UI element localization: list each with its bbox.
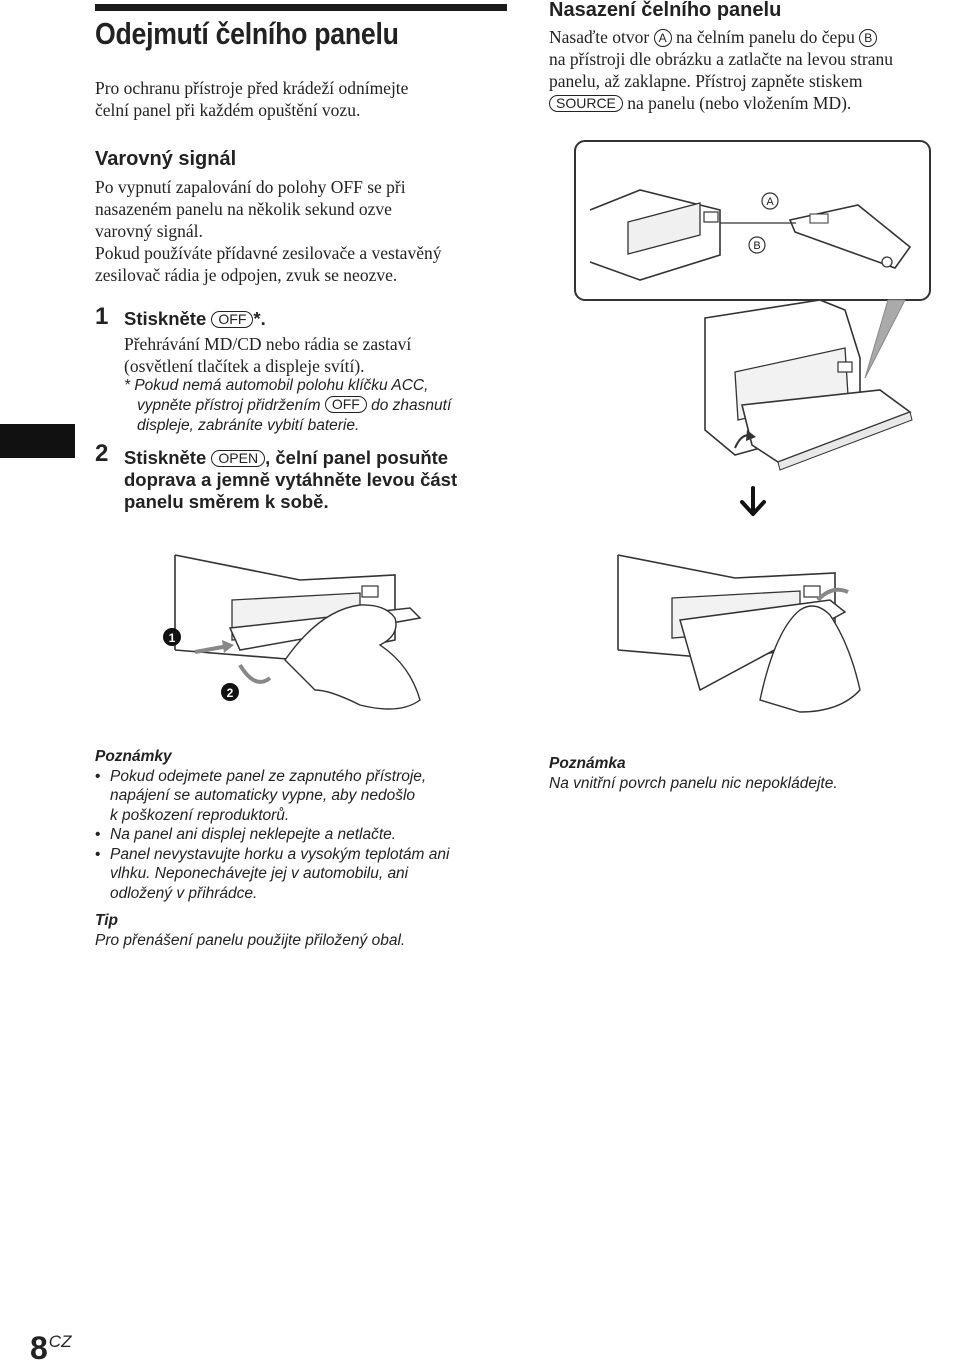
step-2-title-pre: Stiskněte	[124, 447, 207, 468]
notes-heading: Poznámky	[95, 748, 172, 765]
diagram-label-b: B	[753, 240, 760, 252]
note-line: k poškození reproduktorů.	[110, 806, 290, 824]
marker-a: A	[653, 29, 672, 47]
warning-line: nasazeném panelu na několik sekund ozve	[95, 199, 392, 219]
warning-text: Po vypnutí zapalování do polohy OFF se p…	[95, 176, 525, 286]
note-item: Na panel ani displej neklepejte a netlač…	[95, 825, 525, 845]
attach-heading: Nasazení čelního panelu	[549, 0, 782, 21]
page-number: 8CZ	[30, 1330, 71, 1367]
svg-text:1: 1	[169, 631, 176, 645]
page-lang: CZ	[48, 1332, 72, 1351]
pull-arrow-icon	[238, 663, 272, 684]
warning-line: varovný signál.	[95, 221, 203, 241]
warning-heading: Varovný signál	[95, 148, 237, 170]
off-key-label: OFF	[211, 311, 254, 328]
step-1-line: (osvětlení tlačítek a displeje svítí).	[124, 356, 365, 376]
footnote-line: vypněte přístroj přidržením OFF do zhasn…	[124, 396, 524, 416]
note-line: Pokud odejmete panel ze zapnutého přístr…	[110, 767, 427, 785]
diagram-label-a: A	[766, 196, 774, 208]
footnote-line: * Pokud nemá automobil polohu klíčku ACC…	[124, 377, 429, 394]
step-2-line: doprava a jemně vytáhněte levou část	[124, 469, 458, 490]
attach-text: Nasaďte otvor A na čelním panelu do čepu…	[549, 26, 959, 114]
svg-text:2: 2	[227, 686, 234, 700]
warning-line: zesilovač rádia je odpojen, zvuk se neoz…	[95, 265, 398, 285]
page-title: Odejmutí čelního panelu	[95, 16, 399, 51]
intro-line: čelní panel při každém opuštění vozu.	[95, 100, 361, 120]
intro-text: Pro ochranu přístroje před krádeží odním…	[95, 77, 515, 121]
step-1-footnote: * Pokud nemá automobil polohu klíčku ACC…	[124, 376, 524, 436]
step-1-line: Přehrávání MD/CD nebo rádia se zastaví	[124, 334, 412, 354]
note-line: napájení se automaticky vypne, aby nedoš…	[110, 787, 416, 804]
step-1-title-pre: Stiskněte	[124, 308, 207, 329]
note-right-text: Na vnitřní povrch panelu nic nepokládejt…	[549, 774, 838, 792]
removal-illustration: 1 2	[163, 554, 861, 713]
step-1-text: Přehrávání MD/CD nebo rádia se zastaví (…	[124, 333, 524, 377]
step-2-line: panelu směrem k sobě.	[124, 491, 329, 512]
notes-block: Poznámky Pokud odejmete panel ze zapnuté…	[95, 747, 525, 950]
warning-line: Po vypnutí zapalování do polohy OFF se p…	[95, 177, 406, 197]
section-tab-marker	[0, 424, 75, 458]
step-1-title-post: *.	[253, 308, 266, 329]
warning-line: Pokud používáte přídavné zesilovače a ve…	[95, 243, 442, 263]
step-marker-2	[221, 683, 239, 701]
footnote-line: displeje, zabráníte vybití baterie.	[137, 417, 360, 434]
off-key-label: OFF	[324, 396, 367, 413]
attach-illustration: A B	[574, 140, 931, 516]
notes-list: Pokud odejmete panel ze zapnutého přístr…	[95, 767, 525, 904]
intro-line: Pro ochranu přístroje před krádeží odním…	[95, 78, 409, 98]
note-right-block: Poznámka Na vnitřní povrch panelu nic ne…	[549, 754, 949, 793]
attach-text-part: Nasaďte otvor	[549, 27, 650, 47]
step-2-number: 2	[95, 440, 109, 467]
hand-left-drawing	[284, 604, 421, 710]
footnote-text: do zhasnutí	[371, 397, 452, 414]
section-rule	[95, 4, 507, 11]
step-2-line: Stiskněte OPEN, čelní panel posuňte	[124, 447, 524, 469]
attach-text-part: na čelním panelu do čepu	[676, 27, 855, 47]
step-2-title: Stiskněte OPEN, čelní panel posuňte dopr…	[124, 447, 524, 513]
tip-text: Pro přenášení panelu použijte přiložený …	[95, 931, 406, 949]
tilt-arrow-icon	[816, 587, 849, 602]
slide-arrow-icon	[194, 644, 229, 654]
step-2-title-post: , čelní panel posuňte	[265, 447, 449, 468]
note-line: odložený v přihrádce.	[110, 884, 258, 902]
marker-b: B	[859, 29, 878, 47]
zoom-pointer	[864, 299, 906, 379]
note-line: Na panel ani displej neklepejte a netlač…	[110, 826, 397, 843]
attach-line: panelu, až zaklapne. Přístroj zapněte st…	[549, 71, 863, 91]
note-line: Panel nevystavujte horku a vysokým teplo…	[110, 845, 450, 863]
down-arrow-icon	[740, 486, 766, 516]
step-1-number: 1	[95, 303, 109, 330]
tip-heading: Tip	[95, 912, 118, 929]
step-1-title: Stiskněte OFF*.	[124, 308, 266, 330]
hand-right-drawing	[759, 605, 861, 713]
note-right-heading: Poznámka	[549, 755, 626, 772]
attach-line: SOURCE na panelu (nebo vložením MD).	[549, 92, 959, 114]
footnote-text: vypněte přístroj přidržením	[137, 397, 321, 414]
page-number-value: 8	[30, 1330, 48, 1366]
open-key-label: OPEN	[211, 450, 266, 467]
step-marker-1	[163, 628, 181, 646]
note-item: Panel nevystavujte horku a vysokým teplo…	[95, 845, 525, 904]
note-line: vlhku. Neponechávejte jej v automobilu, …	[110, 865, 409, 882]
attach-text-part: na panelu (nebo vložením MD).	[627, 93, 852, 113]
source-key-label: SOURCE	[549, 95, 623, 112]
attach-line: Nasaďte otvor A na čelním panelu do čepu…	[549, 26, 959, 48]
attach-line: na přístroji dle obrázku a zatlačte na l…	[549, 49, 894, 69]
note-item: Pokud odejmete panel ze zapnutého přístr…	[95, 767, 525, 826]
